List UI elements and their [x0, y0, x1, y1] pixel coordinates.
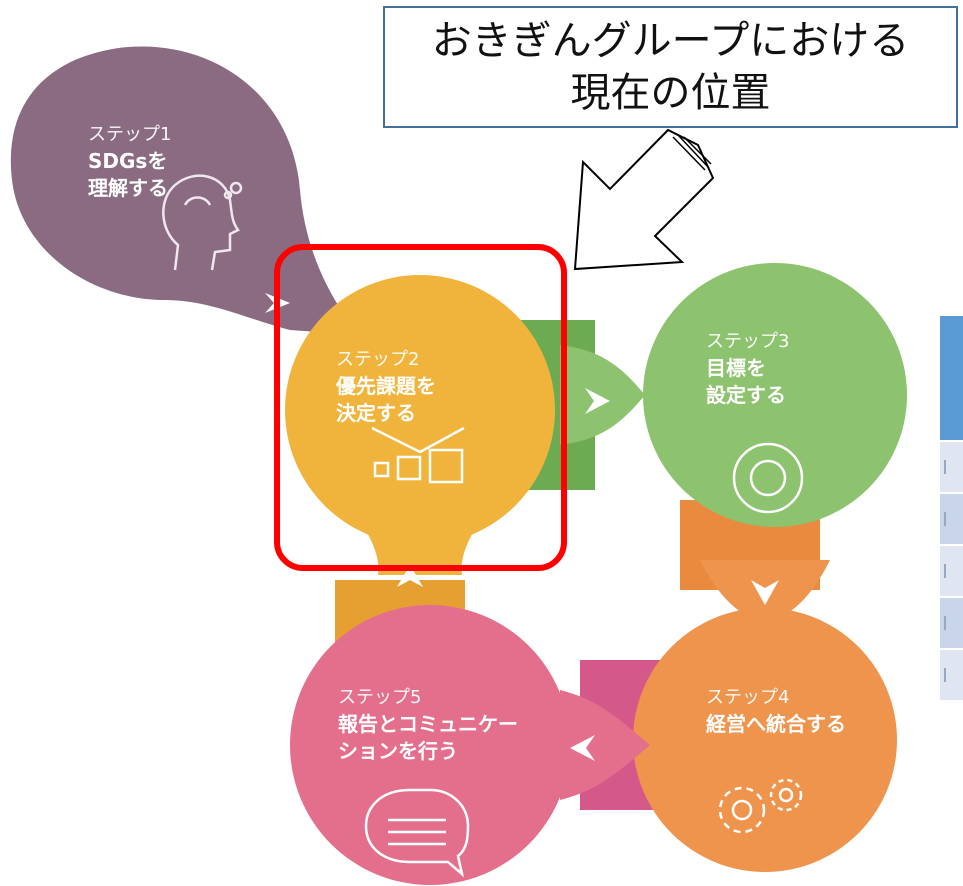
step2-shape — [285, 275, 555, 575]
table-row — [940, 492, 963, 544]
current-position-callout: おきぎんグループにおける 現在の位置 — [383, 6, 958, 128]
table-row — [940, 648, 963, 700]
pointer-arrow — [573, 128, 715, 271]
step2-number: ステップ2 — [336, 349, 420, 370]
step3-label: ステップ3 目標を 設定する — [706, 327, 789, 409]
table-row — [940, 440, 963, 492]
step4-label: ステップ4 経営へ統合する — [706, 683, 846, 738]
chevron-up-5-2 — [397, 565, 423, 587]
speech-bubble-icon — [364, 788, 470, 878]
chevron-right-2-3 — [585, 388, 610, 414]
target-icon — [732, 442, 804, 514]
gears-icon — [718, 778, 803, 834]
table-row — [940, 544, 963, 596]
step1-number: ステップ1 — [88, 124, 172, 145]
table-fragment — [940, 316, 963, 700]
step1-shape — [10, 46, 360, 336]
chevron-down-3-4 — [751, 580, 779, 605]
step5-shape — [290, 605, 650, 885]
step3-title: 目標を 設定する — [706, 356, 786, 407]
callout-line1: おきぎんグループにおける — [431, 18, 910, 64]
priority-boxes-icon — [371, 426, 465, 484]
step5-number: ステップ5 — [338, 687, 422, 708]
head-brain-icon — [162, 174, 243, 271]
callout-line2: 現在の位置 — [570, 70, 771, 116]
step1-label: ステップ1 SDGsを 理解する — [88, 120, 171, 202]
step3-number: ステップ3 — [706, 331, 790, 352]
chevron-left-4-5 — [570, 735, 595, 761]
step4-number: ステップ4 — [706, 687, 790, 708]
table-row — [940, 596, 963, 648]
step5-title: 報告とコミュニケー ションを行う — [338, 712, 518, 763]
step2-title: 優先課題を 決定する — [336, 374, 436, 425]
step4-title: 経営へ統合する — [706, 712, 846, 736]
step1-title: SDGsを 理解する — [88, 149, 168, 200]
current-position-highlight — [274, 244, 567, 571]
step5-label: ステップ5 報告とコミュニケー ションを行う — [338, 683, 518, 765]
step2-label: ステップ2 優先課題を 決定する — [336, 345, 436, 427]
table-header — [940, 316, 963, 440]
step3-shape — [560, 263, 907, 527]
